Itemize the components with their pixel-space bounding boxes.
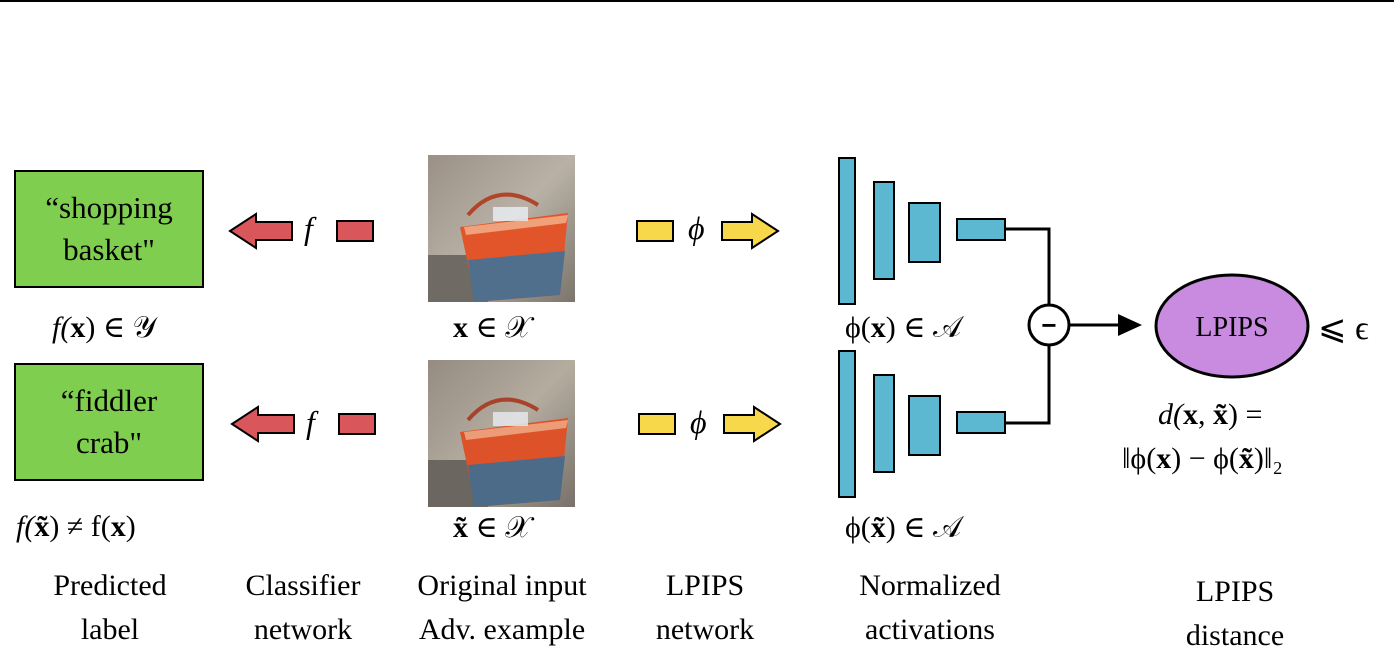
adversarial-example-image [428, 360, 575, 507]
top-rule [0, 0, 1394, 2]
connector-top [1005, 227, 1051, 305]
lpips-net-letter-top: ϕ [688, 210, 705, 246]
math-f-xt-neq-f-x: f(x̃) ≠ f(x) [16, 510, 136, 543]
math-distance-line2: ‖ϕ(x) − ϕ(x̃)‖₂ [1122, 442, 1283, 475]
math-leq-epsilon: ⩽ ϵ [1318, 310, 1369, 347]
caption-lpips-distance: LPIPS distance [1185, 575, 1285, 652]
minus-operator-symbol: − [1041, 310, 1056, 340]
lpips-net-letter-bottom: ϕ [690, 404, 707, 440]
activation-layer-4-top [956, 218, 1006, 241]
math-phi-x-in-A: ϕ(x) ∈ 𝒜 [845, 311, 962, 344]
lpips-arrow-tail-bottom [638, 413, 676, 435]
math-f-x-in-Y: f(x) ∈ 𝒴 [52, 311, 157, 344]
lpips-arrow-head-bottom [723, 405, 782, 443]
classifier-arrow-tail-top [336, 220, 374, 242]
predicted-label-box-top: “shopping basket" [14, 170, 204, 288]
activation-layer-1-top [838, 157, 856, 305]
activation-layer-4-bottom [956, 411, 1006, 434]
math-xt-in-X: x̃ ∈ 𝒳 [453, 511, 532, 544]
caption-classifier-network: Classifier network [245, 569, 361, 646]
activation-layer-2-top [873, 181, 895, 280]
arrow-to-lpips-head [1118, 314, 1142, 336]
classifier-letter-top: f [304, 210, 313, 246]
math-phi-xt-in-A: ϕ(x̃) ∈ 𝒜 [845, 511, 962, 544]
original-input-image [428, 155, 575, 302]
caption-lpips-network: LPIPS network [655, 569, 755, 646]
activation-layer-3-top [908, 202, 941, 263]
activation-layer-3-bottom [908, 395, 941, 456]
math-distance-line1: d(x, x̃) = [1158, 398, 1263, 431]
classifier-arrow-tail-bottom [338, 413, 376, 435]
predicted-label-bottom-text: “fiddler crab" [60, 383, 158, 460]
lpips-node [1154, 273, 1310, 379]
predicted-label-box-bottom: “fiddler crab" [14, 363, 204, 481]
activation-layer-2-bottom [873, 374, 895, 473]
caption-normalized-activations: Normalized activations [859, 569, 1001, 646]
classifier-arrow-head-bottom [230, 405, 295, 443]
caption-predicted-label: Predicted label [53, 569, 167, 646]
math-x-in-X: x ∈ 𝒳 [453, 311, 532, 344]
caption-original-input: Original input Adv. example [417, 569, 587, 646]
lpips-node-label: LPIPS [1195, 312, 1268, 343]
lpips-arrow-head-top [721, 212, 780, 250]
lpips-arrow-tail-top [636, 220, 674, 242]
predicted-label-top-text: “shopping basket" [45, 190, 173, 267]
classifier-letter-bottom: f [306, 404, 315, 440]
activation-layer-1-bottom [838, 350, 856, 498]
connector-bottom [1005, 345, 1051, 425]
classifier-arrow-head-top [228, 212, 293, 250]
